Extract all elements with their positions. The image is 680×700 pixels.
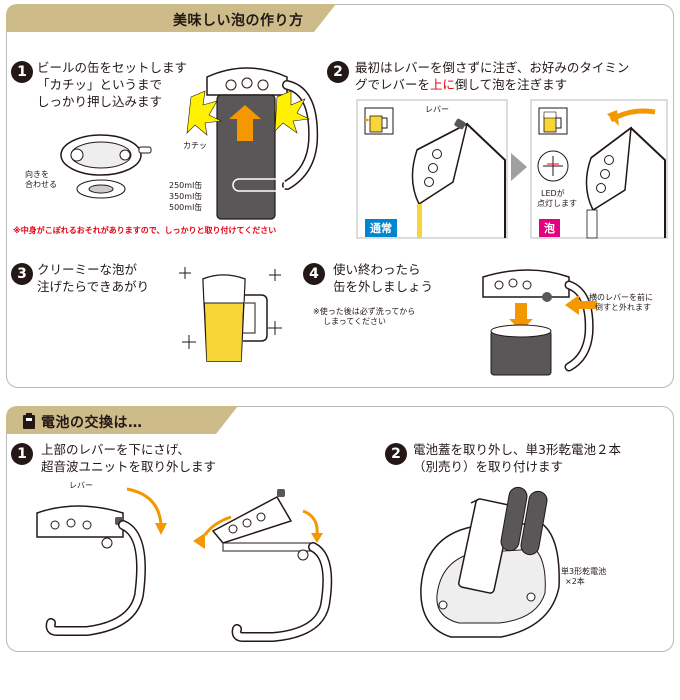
can-size-350: 350ml缶: [169, 192, 203, 201]
unit-lever-down-illustration: [36, 487, 167, 636]
foam-mode-tag: 泡: [539, 219, 560, 237]
step-2-line2-red: 上に: [430, 77, 456, 92]
battery-step-2-line1: 電池蓋を取り外し、単3形乾電池２本: [413, 442, 621, 457]
step-1-line3: しっかり押し込みます: [37, 94, 163, 109]
section-tab: [6, 406, 238, 434]
step-4-number: 4: [303, 263, 325, 285]
battery-count-label: ×2本: [565, 577, 585, 586]
align-label-2: 合わせる: [25, 180, 57, 189]
lever-label-step2: レバー: [425, 105, 449, 114]
led-label-1: LEDが: [541, 189, 565, 198]
step-4-line2: 缶を外しましょう: [333, 279, 434, 294]
foam-howto-panel: 美味しい泡の作り方 1 ビールの缶をセットします 「カチッ」というまで しっかり…: [6, 4, 674, 388]
step-2-line2-post: 倒して泡を注ぎます: [455, 77, 568, 92]
step-3-line1: クリーミーな泡が: [37, 262, 138, 277]
section-title: 美味しい泡の作り方: [173, 13, 304, 29]
align-label-1: 向きを: [25, 170, 49, 179]
jug-with-can-illustration: [186, 67, 319, 220]
battery-step-2-line2: （別売り）を取り付けます: [413, 459, 564, 474]
tab-shape: [6, 406, 238, 434]
can-size-500: 500ml缶: [169, 203, 203, 212]
click-label: カチッ: [183, 141, 207, 150]
side-lever-note-2: 倒すと外れます: [595, 303, 651, 312]
normal-pour-illustration: [356, 99, 508, 239]
next-arrow: [511, 153, 527, 181]
normal-mode-tag: 通常: [365, 219, 397, 237]
attach-warning: ※中身がこぼれるおそれがありますので、しっかりと取り付けてください: [13, 226, 277, 235]
step-4-line1: 使い終わったら: [333, 262, 421, 277]
step-1-number: 1: [11, 61, 33, 83]
battery-icon: [23, 413, 35, 429]
tab-shape: [6, 4, 336, 32]
wash-note-2: しまってください: [323, 317, 387, 326]
step-3-number: 3: [11, 263, 33, 285]
can-size-250: 250ml缶: [169, 181, 203, 190]
section-title: 電池の交換は…: [41, 415, 143, 431]
step-3-line2: 注げたらできあがり: [37, 279, 150, 294]
step-2-number: 2: [327, 61, 349, 83]
battery-install-illustration: [420, 486, 560, 638]
foam-pour-illustration: [530, 99, 668, 239]
battery-step-1-line1: 上部のレバーを下にさげ、: [41, 442, 190, 457]
can-removal-illustration: [482, 269, 597, 376]
step-2-line2-pre: グでレバーを: [355, 77, 431, 92]
beer-mug-illustration: [179, 267, 282, 362]
section-tab: [6, 4, 336, 32]
battery-panel: 電池の交換は… 1 上部のレバーを下にさげ、 超音波ユニットを取り外します レバ…: [6, 406, 674, 652]
wash-note-1: ※使った後は必ず洗ってから: [313, 307, 416, 316]
step-1-line1: ビールの缶をセットします: [37, 60, 188, 75]
battery-type-label: 単3形乾電池: [561, 567, 607, 576]
step-1-line2: 「カチッ」というまで: [37, 77, 163, 92]
battery-step-2-number: 2: [385, 443, 407, 465]
led-label-2: 点灯します: [537, 199, 577, 208]
unit-removed-illustration: [193, 489, 333, 642]
step-2-line1: 最初はレバーを倒さずに注ぎ、お好みのタイミン: [355, 60, 630, 75]
side-lever-note-1: 横のレバーを前に: [589, 293, 653, 302]
step-2-line2: グでレバーを上に倒して泡を注ぎます: [355, 76, 567, 93]
battery-step-1-number: 1: [11, 443, 33, 465]
adaptor-bottom-illustration: [60, 134, 152, 199]
battery-step-1-line2: 超音波ユニットを取り外します: [41, 459, 217, 474]
battery-lever-label: レバー: [69, 481, 93, 490]
